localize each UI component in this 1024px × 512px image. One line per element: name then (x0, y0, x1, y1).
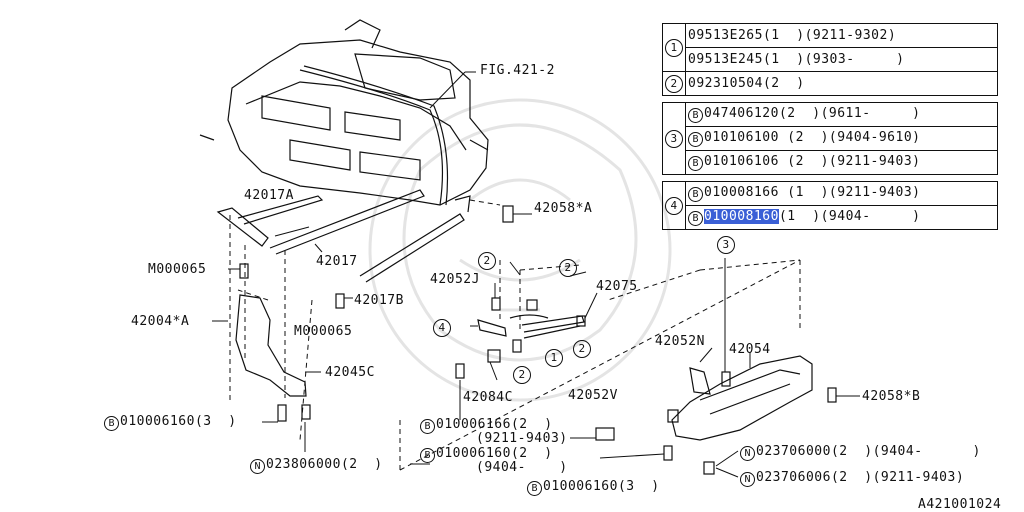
heat-shield (595, 355, 837, 475)
figure-reference-label[interactable]: FIG.421-2 (480, 63, 555, 78)
group-number-4: 4 (662, 181, 686, 230)
circled-ref-2-lower-right[interactable]: 2 (573, 340, 591, 358)
fuel-pipes (455, 205, 586, 379)
callout-M000065-center[interactable]: M000065 (294, 324, 353, 339)
circled-ref-1[interactable]: 1 (545, 349, 563, 367)
circled-ref-4[interactable]: 4 (433, 319, 451, 337)
callout-42075[interactable]: 42075 (596, 279, 638, 294)
callout-bolt-010006166-date: (9211-9403) (476, 431, 568, 446)
table-spacer (663, 96, 998, 103)
callout-42058A[interactable]: 42058*A (534, 201, 593, 216)
table-spacer (663, 175, 998, 182)
circled-ref-2-right[interactable]: 2 (559, 259, 577, 277)
callout-42054[interactable]: 42054 (729, 342, 771, 357)
circled-ref-2-lower-left[interactable]: 2 (513, 366, 531, 384)
table-row[interactable]: 09513E245(1 )(9303- ) (663, 47, 998, 72)
left-protector (235, 263, 345, 422)
group-number-1: 1 (662, 23, 686, 72)
tank-straps (216, 189, 471, 283)
callout-42017B[interactable]: 42017B (354, 293, 404, 308)
group-number-3: 3 (662, 102, 686, 175)
reference-table: 1 09513E265(1 )(9211-9302) 09513E245(1 )… (662, 23, 998, 230)
table-row[interactable]: 2 092310504(2 ) (662, 71, 998, 96)
callout-bolt-010006160-mid-date: (9404- ) (476, 460, 568, 475)
callout-42045C[interactable]: 42045C (325, 365, 375, 380)
table-cell[interactable]: 09513E265(1 )(9211-9302) (685, 23, 998, 48)
circled-ref-2-top[interactable]: 2 (478, 252, 496, 270)
callout-42017[interactable]: 42017 (316, 254, 358, 269)
callout-42017A[interactable]: 42017A (244, 188, 294, 203)
callout-42052J[interactable]: 42052J (430, 272, 480, 287)
table-row[interactable]: 1 09513E265(1 )(9211-9302) (662, 23, 998, 72)
table-cell[interactable]: 09513E245(1 )(9303- ) (685, 47, 998, 72)
watermark-emblem (368, 98, 672, 402)
selected-part-number[interactable]: 010008160 (704, 209, 779, 224)
group-number-2: 2 (662, 71, 686, 96)
callout-42052V[interactable]: 42052V (568, 388, 618, 403)
fuel-tank (199, 19, 489, 206)
image-code: A421001024 (918, 497, 1002, 512)
callout-42052N[interactable]: 42052N (655, 334, 705, 349)
table-cell[interactable]: 092310504(2 ) (685, 71, 998, 96)
circled-ref-3[interactable]: 3 (717, 236, 735, 254)
callout-42058B[interactable]: 42058*B (862, 389, 921, 404)
callout-M000065-left[interactable]: M000065 (148, 262, 207, 277)
callout-42084C[interactable]: 42084C (463, 390, 513, 405)
callout-42004A[interactable]: 42004*A (131, 314, 190, 329)
